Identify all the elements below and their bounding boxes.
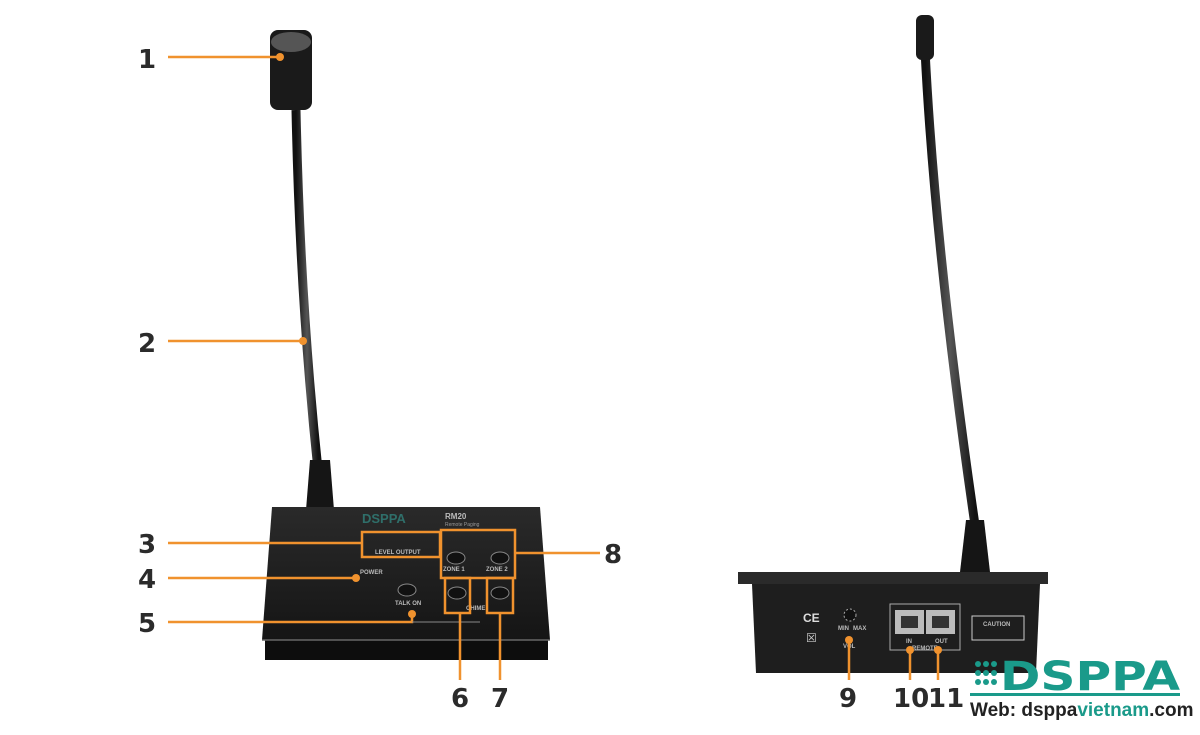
callout-9: 9 bbox=[839, 684, 857, 714]
callout-10: 10 bbox=[893, 684, 929, 714]
ce-mark: CE bbox=[803, 611, 820, 625]
talk-on-button[interactable] bbox=[397, 583, 417, 597]
level-output-label: LEVEL OUTPUT bbox=[375, 550, 421, 556]
zone1-button[interactable] bbox=[446, 551, 466, 565]
base-front bbox=[265, 640, 548, 660]
gooseneck bbox=[291, 109, 323, 471]
dsppa-logo: DSPPA bbox=[970, 654, 1180, 700]
caution-text: CAUTION bbox=[983, 622, 1010, 628]
chime2-button[interactable] bbox=[490, 586, 510, 600]
callout-5: 5 bbox=[138, 609, 156, 639]
callout-4: 4 bbox=[138, 565, 156, 595]
zone2-label: ZONE 2 bbox=[486, 567, 508, 573]
callout-7: 7 bbox=[491, 684, 509, 714]
callout-dots bbox=[276, 53, 942, 654]
rear-gooseneck bbox=[920, 49, 980, 526]
volume-knob[interactable] bbox=[843, 608, 857, 622]
chime-label: CHIME bbox=[466, 606, 485, 612]
front-brand-logo: DSPPA bbox=[362, 511, 406, 526]
callout-3: 3 bbox=[138, 530, 156, 560]
caution-label bbox=[971, 615, 1025, 641]
zone2-button[interactable] bbox=[490, 551, 510, 565]
zone1-label: ZONE 1 bbox=[443, 567, 465, 573]
web-suffix: .com bbox=[1149, 700, 1194, 721]
mic-grille bbox=[271, 32, 311, 52]
out-label: OUT bbox=[935, 639, 948, 645]
remote-label: REMOTE bbox=[912, 646, 938, 652]
min-label: MIN bbox=[838, 626, 849, 632]
model-label: RM20 bbox=[445, 512, 467, 521]
max-label: MAX bbox=[853, 626, 866, 632]
callout-11: 11 bbox=[928, 684, 964, 714]
callout-6: 6 bbox=[451, 684, 469, 714]
callout-1: 1 bbox=[138, 45, 156, 75]
callout-2: 2 bbox=[138, 329, 156, 359]
base-top bbox=[262, 507, 550, 640]
front-unit: DSPPA RM20 Remote Paging LEVEL OUTPUT PO… bbox=[262, 30, 550, 660]
web-prefix: Web: dsppa bbox=[970, 700, 1078, 721]
in-label: IN bbox=[906, 639, 912, 645]
weee-icon: ☒ bbox=[806, 631, 817, 645]
rear-unit: CE ☒ MIN MAX VOL IN OUT REMOTE CAUTION bbox=[738, 15, 1048, 673]
power-label: POWER bbox=[360, 570, 383, 576]
web-highlight: vietnam bbox=[1077, 700, 1150, 721]
talk-on-label: TALK ON bbox=[395, 601, 421, 607]
logo-text: DSPPA bbox=[1000, 654, 1180, 700]
model-subtitle: Remote Paging bbox=[445, 522, 480, 528]
website-link[interactable]: Web: dsppavietnam.com bbox=[970, 700, 1194, 722]
rear-mic-head bbox=[916, 15, 934, 60]
callout-8: 8 bbox=[604, 540, 622, 570]
chime1-button[interactable] bbox=[447, 586, 467, 600]
